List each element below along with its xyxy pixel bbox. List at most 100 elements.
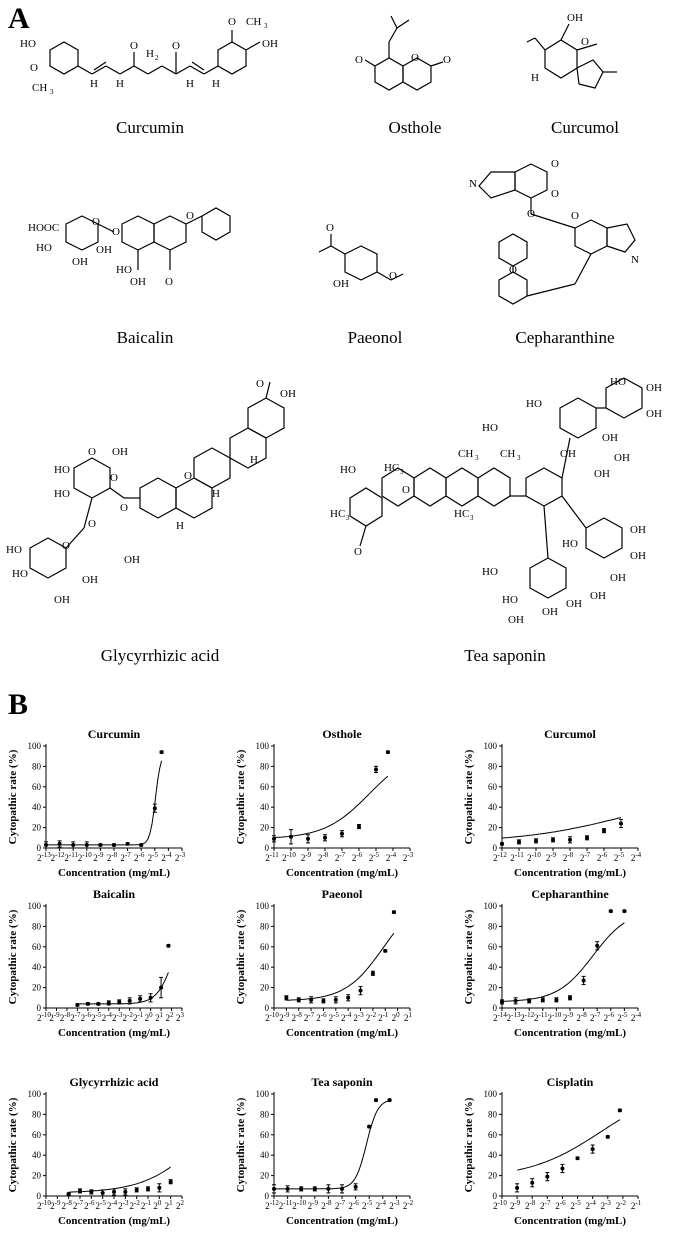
data-point-paeonol — [333, 997, 338, 1002]
data-point-curcumol — [551, 837, 555, 842]
glycyrrhizic-acid-skeleton — [29, 381, 285, 579]
y-axis-label-osthole: Cytopathic rate (%) — [235, 749, 247, 844]
x-tick-label-tea-saponin: 2-10 — [292, 1199, 306, 1211]
y-tick-label-curcumol: 40 — [488, 802, 498, 812]
x-tick-exponent-baicalin: 3 — [181, 1011, 185, 1019]
x-tick-exponent-curcumin: -10 — [82, 851, 92, 859]
x-tick-exponent-baicalin: -6 — [85, 1011, 91, 1019]
x-tick-exponent-cepharanthine: -14 — [498, 1011, 508, 1019]
x-tick-exponent-paeonol: -1 — [383, 1011, 389, 1019]
curcumin-atom-h-d: H — [212, 78, 220, 90]
x-tick-label-tea-saponin: 2-4 — [376, 1199, 387, 1211]
x-tick-exponent-cisplatin: -9 — [514, 1199, 520, 1207]
compound-name-paeonol: Paeonol — [347, 328, 403, 347]
x-tick-label-cepharanthine: 2-5 — [617, 1011, 628, 1023]
cepharanthine-atom-n2: N — [631, 254, 639, 266]
baicalin-atom-oh2: OH — [72, 256, 88, 268]
y-tick-label-tea-saponin: 20 — [260, 1171, 270, 1181]
baicalin-atom-o4: O — [186, 210, 194, 222]
y-axis-label-cisplatin: Cytopathic rate (%) — [463, 1097, 475, 1192]
tea-atom-sub4: 3 — [346, 514, 350, 522]
x-tick-label-curcumin: 2-10 — [78, 851, 92, 863]
x-tick-label-glycyrrhizic-acid: 2-9 — [50, 1199, 61, 1211]
y-tick-label-baicalin: 40 — [32, 962, 42, 972]
x-tick-label-baicalin: 2-6 — [81, 1011, 92, 1023]
data-point-cisplatin — [617, 1108, 622, 1113]
x-tick-exponent-paeonol: -7 — [308, 1011, 314, 1019]
x-tick-label-glycyrrhizic-acid: 2-8 — [61, 1199, 72, 1211]
x-tick-exponent-cepharanthine: -11 — [539, 1011, 549, 1019]
x-tick-exponent-curcumin: -8 — [111, 851, 117, 859]
glyc-atom-oh3: OH — [54, 594, 70, 606]
x-tick-exponent-paeonol: -5 — [333, 1011, 339, 1019]
data-point-paeonol — [346, 995, 351, 1000]
x-tick-exponent-glycyrrhizic-acid: 1 — [169, 1199, 173, 1207]
x-tick-exponent-glycyrrhizic-acid: 2 — [181, 1199, 185, 1207]
tea-atom-oh12: OH — [542, 606, 558, 618]
x-tick-label-paeonol: 2-3 — [353, 1011, 364, 1023]
glyc-atom-o6: O — [184, 470, 192, 482]
glyc-atom-ho4: HO — [12, 568, 28, 580]
y-axis-label-paeonol: Cytopathic rate (%) — [235, 909, 247, 1004]
tea-saponin-skeleton — [349, 377, 643, 599]
osthole-atom-o1: O — [355, 54, 363, 66]
structure-paeonol: O OH O Paeonol — [305, 222, 445, 350]
x-tick-exponent-curcumol: -10 — [532, 851, 542, 859]
x-axis-label-glycyrrhizic-acid: Concentration (mg/mL) — [58, 1215, 170, 1227]
x-tick-exponent-glycyrrhizic-acid: -1 — [145, 1199, 151, 1207]
x-tick-exponent-cisplatin: -4 — [590, 1199, 596, 1207]
curcumin-atom-h-b: H — [116, 78, 124, 90]
x-tick-exponent-glycyrrhizic-acid: -2 — [134, 1199, 140, 1207]
x-tick-exponent-tea-saponin: -9 — [312, 1199, 318, 1207]
x-tick-label-curcumin: 2-6 — [134, 851, 145, 863]
x-tick-label-baicalin: 2-5 — [91, 1011, 102, 1023]
x-tick-exponent-cisplatin: -5 — [575, 1199, 581, 1207]
data-point-curcumol — [619, 821, 623, 826]
curcumin-atom-ch: CH — [32, 82, 48, 94]
x-tick-exponent-cepharanthine: -9 — [567, 1011, 573, 1019]
data-point-osthole — [374, 767, 378, 772]
data-point-cisplatin — [590, 1147, 595, 1152]
data-point-cepharanthine — [568, 995, 572, 1000]
x-axis-label-cisplatin: Concentration (mg/mL) — [514, 1215, 626, 1227]
x-tick-label-glycyrrhizic-acid: 20 — [153, 1199, 162, 1211]
y-tick-label-tea-saponin: 0 — [265, 1191, 270, 1201]
x-tick-label-tea-saponin: 2-6 — [348, 1199, 359, 1211]
x-tick-exponent-baicalin: -10 — [42, 1011, 52, 1019]
data-point-cepharanthine — [595, 943, 600, 948]
structure-glycyrrhizic-acid: O OH HO O HO O HO O O HO OH OH O H H H O… — [0, 378, 320, 673]
x-tick-exponent-glycyrrhizic-acid: -8 — [66, 1199, 72, 1207]
x-tick-label-glycyrrhizic-acid: 21 — [165, 1199, 174, 1211]
x-tick-exponent-tea-saponin: -11 — [283, 1199, 293, 1207]
baicalin-atom-oh1: OH — [96, 244, 112, 256]
tea-atom-o1: O — [402, 484, 410, 496]
data-point-baicalin — [96, 1001, 101, 1006]
data-point-curcumin — [71, 842, 76, 847]
data-point-paeonol — [358, 988, 363, 993]
tea-atom-c2: C — [338, 508, 346, 520]
data-point-curcumin — [159, 750, 164, 755]
data-point-cepharanthine — [554, 997, 559, 1002]
x-tick-exponent-curcumin: -13 — [42, 851, 52, 859]
data-point-paeonol — [309, 997, 314, 1002]
tea-atom-sub2: 3 — [475, 454, 479, 462]
fit-curve-curcumol — [501, 817, 622, 839]
cepharanthine-skeleton — [478, 163, 636, 305]
x-tick-label-tea-saponin: 2-5 — [362, 1199, 373, 1211]
data-point-glycyrrhizic-acid — [100, 1190, 105, 1195]
x-tick-label-cisplatin: 2-2 — [616, 1199, 627, 1211]
osthole-skeleton — [364, 15, 444, 91]
data-point-cepharanthine — [500, 999, 504, 1004]
x-tick-label-curcumol: 2-6 — [597, 851, 608, 863]
x-tick-label-curcumin: 2-5 — [148, 851, 159, 863]
data-point-tea-saponin — [374, 1098, 378, 1103]
tea-atom-oh9: OH — [610, 572, 626, 584]
compound-name-osthole: Osthole — [388, 118, 442, 137]
baicalin-atom-o1: O — [92, 216, 100, 228]
chart-title-baicalin: Baicalin — [93, 887, 135, 901]
